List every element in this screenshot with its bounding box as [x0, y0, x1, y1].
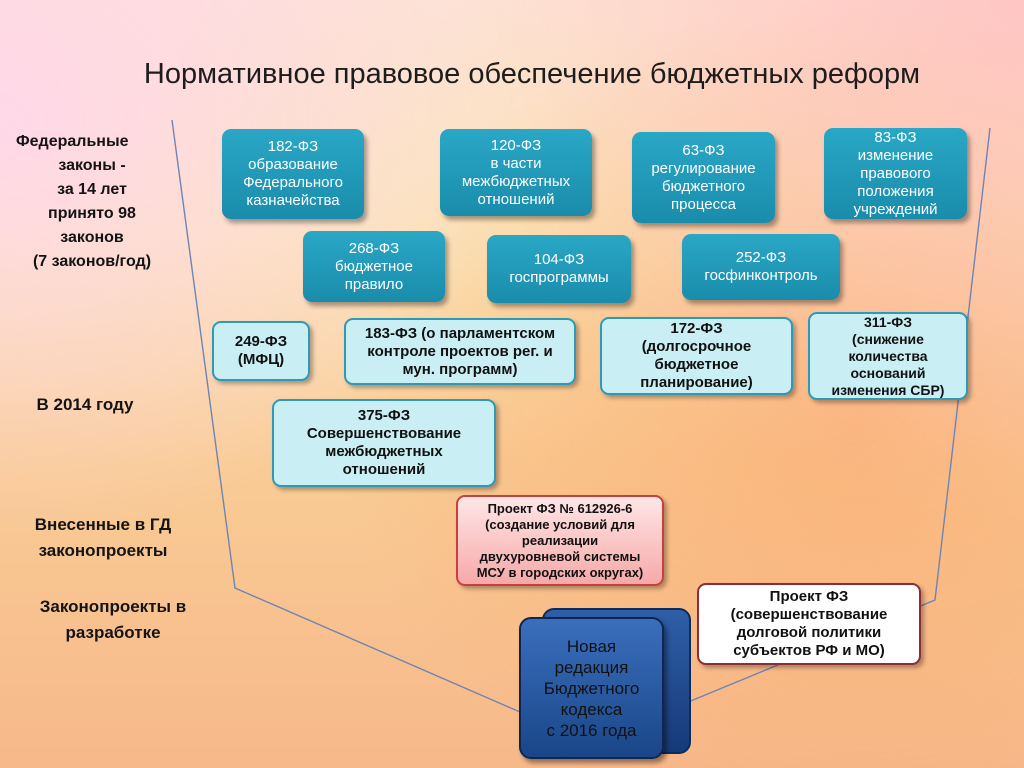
bill-line: (создание условий для [485, 516, 635, 532]
law-line: межбюджетных [325, 443, 443, 460]
law-line: 375-ФЗ [357, 407, 411, 424]
law-line: бюджетное [654, 356, 739, 373]
bill-line: Проект ФЗ [769, 588, 849, 605]
label-line: принято 98 [48, 205, 136, 222]
law-line: регулирование [651, 159, 756, 177]
label-submitted-bills: Внесенные в ГД законопроекты [18, 512, 188, 564]
law-box-120: 120-ФЗ в части межбюджетных отношений [440, 129, 592, 216]
law-line: (МФЦ) [237, 351, 285, 368]
label-federal-laws: Федеральные законы - за 14 лет принято 9… [6, 130, 178, 274]
bill-line: долговой политики [736, 624, 882, 641]
law-box-183: 183-ФЗ (о парламентском контроле проекто… [344, 318, 576, 385]
bill-line: субъектов РФ и МО) [733, 642, 885, 659]
label-bills-in-development: Законопроекты в разработке [18, 594, 208, 646]
law-line: казначейства [246, 192, 340, 209]
law-line: 63-ФЗ [682, 141, 725, 159]
law-box-311: 311-ФЗ (снижение количества оснований из… [808, 312, 968, 400]
law-box-63: 63-ФЗ регулирование бюджетного процесса [632, 132, 775, 223]
bill-box-612926: Проект ФЗ № 612926-6 (создание условий д… [456, 495, 664, 586]
law-line: 120-ФЗ [490, 136, 542, 154]
law-line: 311-ФЗ [864, 313, 912, 330]
law-line: госфинконтроль [704, 267, 818, 284]
label-line: законопроекты [38, 541, 168, 560]
law-box-172: 172-ФЗ (долгосрочное бюджетное планирова… [600, 317, 793, 395]
budget-code-box: Новая редакция Бюджетного кодекса с 2016… [519, 617, 664, 759]
law-line: межбюджетных [461, 172, 571, 190]
law-line: 104-ФЗ [533, 251, 585, 268]
law-line: 83-ФЗ [874, 128, 917, 146]
law-box-104: 104-ФЗ госпрограммы [487, 235, 631, 303]
law-line: Федерального [243, 174, 343, 191]
law-line: 182-ФЗ [267, 138, 319, 155]
budget-code-line: редакция [554, 657, 629, 677]
bill-line: реализации [521, 532, 599, 548]
law-line: (снижение [852, 330, 924, 347]
budget-code-line: с 2016 года [546, 720, 637, 740]
law-line: контроле проектов рег. и [367, 342, 553, 360]
law-line: правило [344, 275, 404, 293]
law-line: в части [490, 154, 542, 172]
law-line: госпрограммы [509, 269, 609, 286]
law-line: отношений [477, 190, 555, 208]
law-line: 183-ФЗ (о парламентском [364, 324, 556, 342]
law-line: Совершенствование [306, 425, 462, 442]
law-line: образование [248, 156, 338, 173]
law-line: 252-ФЗ [735, 249, 787, 266]
law-box-268: 268-ФЗ бюджетное правило [303, 231, 445, 302]
law-line: планирование) [640, 374, 753, 391]
label-line: разработке [65, 623, 161, 642]
law-box-182: 182-ФЗ образование Федерального казначей… [222, 129, 364, 219]
slide-title: Нормативное правовое обеспечение бюджетн… [143, 58, 921, 90]
label-line: Внесенные в ГД [34, 515, 172, 534]
bill-line: двухуровневой системы [479, 548, 641, 564]
law-line: изменения СБР) [831, 381, 945, 398]
label-year-2014: В 2014 году [36, 395, 134, 414]
bill-box-debt-policy: Проект ФЗ (совершенствование долговой по… [697, 583, 921, 665]
budget-code-line: Бюджетного [543, 678, 640, 698]
funnel-right-edge [663, 127, 991, 713]
law-line: 268-ФЗ [348, 239, 400, 257]
label-line: за 14 лет [57, 181, 127, 198]
funnel-left-edge [171, 119, 521, 713]
law-line: процесса [671, 195, 736, 213]
law-line: 172-ФЗ [670, 320, 723, 337]
label-line: законы - [58, 157, 126, 174]
bill-line: МСУ в городских округах) [476, 564, 644, 580]
law-line: отношений [342, 461, 426, 478]
law-box-375: 375-ФЗ Совершенствование межбюджетных от… [272, 399, 496, 487]
law-line: количества [848, 347, 928, 364]
bill-line: (совершенствование [730, 606, 888, 623]
law-line: учреждений [853, 200, 938, 218]
law-line: (долгосрочное [641, 338, 752, 355]
label-line: Федеральные [16, 133, 129, 150]
law-line: 249-ФЗ [234, 333, 288, 350]
budget-code-line: кодекса [560, 699, 623, 719]
label-line: Законопроекты в [39, 597, 187, 616]
law-line: положения [857, 182, 934, 200]
law-box-252: 252-ФЗ госфинконтроль [682, 234, 840, 300]
law-line: оснований [850, 364, 926, 381]
law-line: правового [860, 164, 931, 182]
budget-code-line: Новая [566, 636, 617, 656]
law-box-83: 83-ФЗ изменение правового положения учре… [824, 128, 967, 219]
label-line: (7 законов/год) [32, 253, 152, 270]
law-line: мун. программ) [402, 360, 518, 378]
law-line: бюджетного [661, 177, 746, 195]
label-line: законов [60, 229, 124, 246]
law-line: бюджетное [335, 257, 413, 275]
law-box-249: 249-ФЗ (МФЦ) [212, 321, 310, 381]
law-line: изменение [857, 146, 934, 164]
bill-line: Проект ФЗ № 612926-6 [487, 500, 633, 516]
